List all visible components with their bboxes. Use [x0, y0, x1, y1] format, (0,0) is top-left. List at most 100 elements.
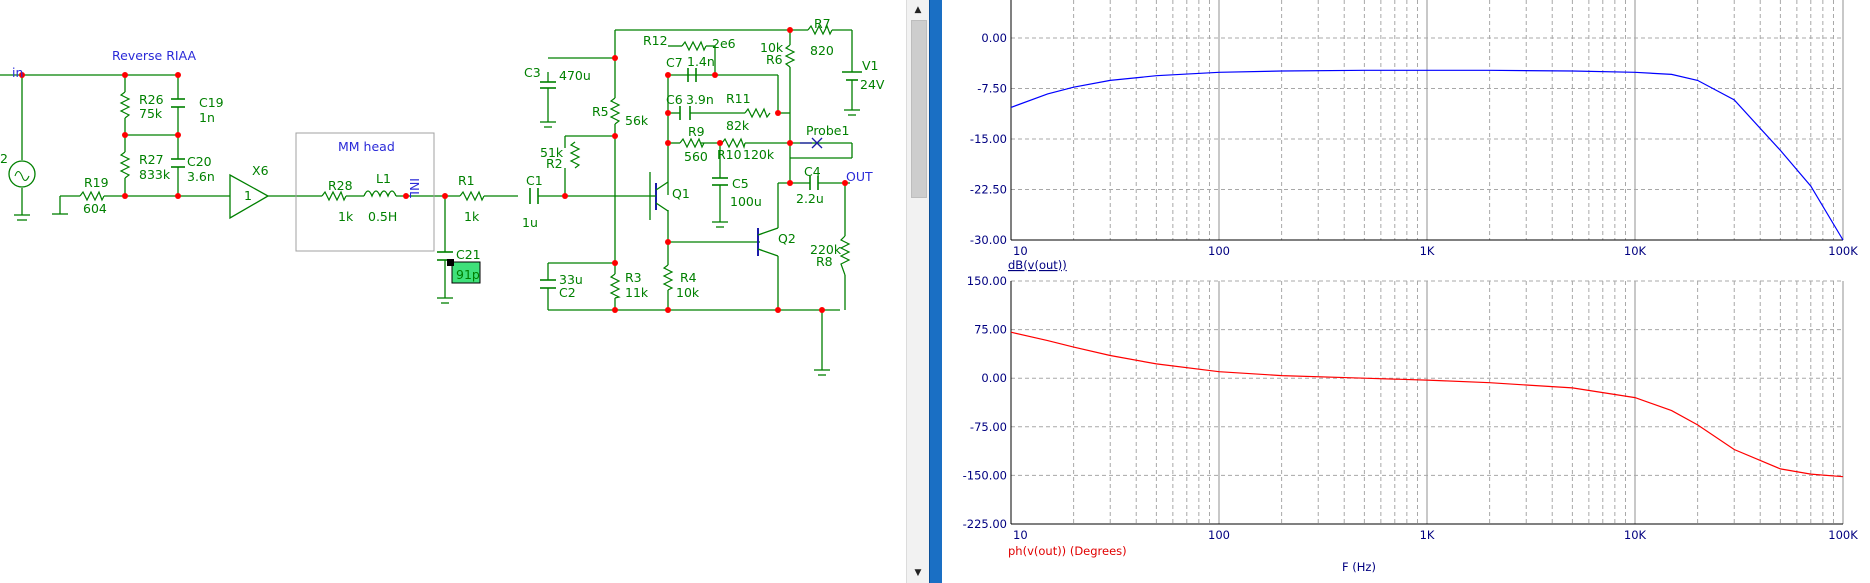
c5-ref: C5 [732, 176, 749, 191]
r5-ref: R5 [592, 104, 609, 119]
y-tick-label: -7.50 [977, 82, 1007, 96]
r1-ref: R1 [458, 173, 475, 188]
series-line [1010, 69, 1844, 241]
l1-ref: L1 [376, 171, 391, 186]
x-tick-label: 1K [1420, 244, 1435, 258]
q2-ref: Q2 [778, 231, 796, 246]
y-tick-label: -15.00 [970, 132, 1007, 146]
c1-ref: C1 [526, 173, 543, 188]
reverse-riaa-label: Reverse RIAA [112, 48, 196, 63]
y-tick-label: -150.00 [963, 468, 1007, 482]
l1-value: 0.5H [368, 209, 397, 224]
x-tick-label: 100 [1208, 528, 1230, 542]
y-tick-label: 75.00 [974, 323, 1007, 337]
r1-value: 1k [464, 209, 480, 224]
r27-ref: R27 [139, 152, 164, 167]
scroll-up-button[interactable]: ▲ [914, 5, 922, 15]
x6-pin-label: 1 [244, 188, 252, 203]
y-tick-label: -22.50 [970, 183, 1007, 197]
v1-value: 24V [860, 77, 885, 92]
r8-ref: R8 [816, 254, 833, 269]
r19-ref: R19 [84, 175, 109, 190]
y-tick-label: -225.00 [963, 517, 1007, 531]
r27-value: 833k [139, 167, 171, 182]
x-tick-label: 100 [1208, 244, 1230, 258]
r2-ref: R2 [546, 156, 563, 171]
inl-label: INL [407, 178, 422, 198]
c7-value: 1.4n [687, 54, 715, 69]
y-tick-label: 0.00 [981, 371, 1007, 385]
probe-label: Probe1 [806, 123, 849, 138]
r11-ref: R11 [726, 91, 751, 106]
r26-value: 75k [139, 106, 163, 121]
c7-ref: C7 [666, 55, 683, 70]
c4-ref: C4 [804, 164, 821, 179]
c5-value: 100u [730, 194, 762, 209]
c20-value: 3.6n [187, 169, 215, 184]
r4-value: 10k [676, 285, 700, 300]
r12-ref: R12 [643, 33, 668, 48]
x-tick-label: 100K [1828, 244, 1858, 258]
y-tick-label: 0.00 [981, 31, 1007, 45]
q1-ref: Q1 [672, 186, 690, 201]
x-axis-label: F (Hz) [1342, 560, 1376, 574]
scroll-down-button[interactable]: ▼ [914, 568, 922, 578]
x-tick-label: 1K [1420, 528, 1435, 542]
schematic-canvas[interactable]: Reverse RIAA MM head in OUT Probe1 X6 1 … [0, 0, 906, 583]
in-label: in [12, 65, 23, 80]
scrollbar-thumb[interactable] [911, 20, 927, 198]
x-tick-label: 100K [1828, 528, 1858, 542]
out-label: OUT [846, 169, 873, 184]
x-tick-label: 10 [1013, 528, 1028, 542]
series-line [1010, 331, 1844, 478]
y-tick-label: -75.00 [970, 420, 1007, 434]
r10-ref: R10 [717, 147, 742, 162]
r7-value: 820 [810, 43, 834, 58]
c2-ref: C2 [559, 285, 576, 300]
c19-value: 1n [199, 110, 215, 125]
schematic-scrollbar[interactable]: ▲ ▼ [906, 0, 929, 583]
c4-value: 2.2u [796, 191, 824, 206]
x-tick-label: 10 [1013, 244, 1028, 258]
r11-value: 82k [726, 118, 750, 133]
c2-value: 33u [559, 272, 583, 287]
y-tick-label: 150.00 [967, 274, 1007, 288]
c20-ref: C20 [187, 154, 212, 169]
r9-value: 560 [684, 149, 708, 164]
r5-value: 56k [625, 113, 649, 128]
x-tick-label: 10K [1624, 528, 1647, 542]
c21-value: 91p [456, 267, 480, 282]
r8-value: 220k [810, 242, 842, 257]
r19-value: 604 [83, 201, 107, 216]
magnitude-trace-label[interactable]: dB(v(out)) [1008, 258, 1067, 272]
v1-ref: V1 [862, 58, 879, 73]
c6-value: 3.9n [686, 92, 714, 107]
c6-ref: C6 [666, 92, 683, 107]
schematic-editor[interactable]: Reverse RIAA MM head in OUT Probe1 X6 1 … [0, 0, 906, 583]
phase-plot: 150.00 75.00 0.00 -75.00 -150.00 -225.00 10 100… [963, 274, 1859, 542]
x6-label: X6 [252, 163, 269, 178]
phase-trace-label[interactable]: ph(v(out)) (Degrees) [1008, 544, 1127, 558]
r28-ref: R28 [328, 178, 353, 193]
r28-value: 1k [338, 209, 354, 224]
mm-head-label: MM head [338, 139, 395, 154]
r9-ref: R9 [688, 124, 705, 139]
r3-ref: R3 [625, 270, 642, 285]
y-tick-label: -30.00 [970, 233, 1007, 247]
c3-ref: C3 [524, 65, 541, 80]
pane-splitter[interactable] [929, 0, 943, 583]
r4-ref: R4 [680, 270, 697, 285]
c3-value: 470u [559, 68, 591, 83]
r3-value: 11k [625, 285, 649, 300]
r7-ref: R7 [814, 16, 831, 31]
r12-value: 2e6 [712, 36, 736, 51]
c19-ref: C19 [199, 95, 224, 110]
r26-ref: R26 [139, 92, 164, 107]
v1-num-label: 2 [0, 151, 8, 166]
c1-value: 1u [522, 215, 538, 230]
r6-ref: R6 [766, 52, 783, 67]
r10-value: 120k [743, 147, 775, 162]
